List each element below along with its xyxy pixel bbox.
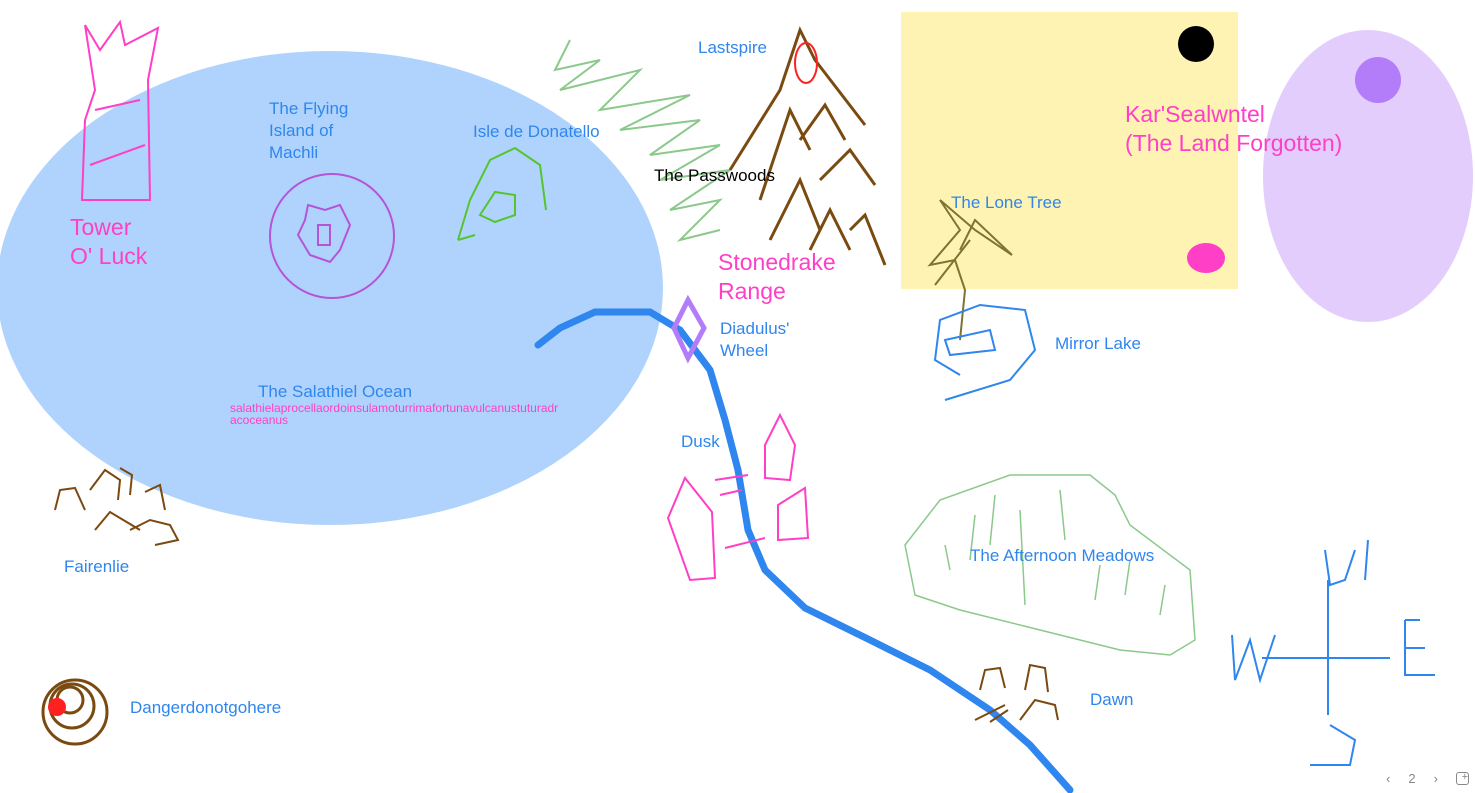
black-dot: [1178, 26, 1214, 62]
danger-dot: [48, 698, 66, 716]
dawn-village: [974, 663, 1059, 723]
river-line: [534, 308, 1074, 793]
meadows-drawing: [904, 474, 1196, 656]
label-mirror-lake: Mirror Lake: [1055, 334, 1141, 353]
lilac-region: [1263, 30, 1473, 322]
label-stonedrake: Stonedrake Range: [718, 249, 836, 304]
label-passwoods: The Passwoods: [654, 166, 775, 185]
lone-tree-drawing: [927, 199, 1013, 341]
prev-page-button[interactable]: ‹: [1386, 770, 1391, 786]
label-ocean: The Salathiel Ocean: [258, 382, 413, 401]
page-navigator: ‹ 2 › +: [1376, 763, 1475, 793]
forgotten-land-region: [901, 12, 1238, 289]
label-danger: Dangerdonotgohere: [130, 698, 282, 717]
isle-drawing: [457, 146, 547, 241]
label-isle: Isle de Donatello: [473, 122, 600, 141]
label-dawn: Dawn: [1090, 690, 1134, 709]
label-lastspire: Lastspire: [698, 38, 767, 57]
fairenlie-village: [54, 467, 180, 546]
tower-drawing: [80, 19, 160, 201]
purple-dot: [1355, 57, 1401, 103]
dusk-town-drawing: [666, 412, 810, 582]
passwoods-scribble: [553, 39, 731, 242]
label-meadows: The Afternoon Meadows: [970, 546, 1155, 565]
next-page-button[interactable]: ›: [1433, 770, 1438, 786]
add-page-button[interactable]: +: [1456, 770, 1469, 785]
page-number: 2: [1408, 770, 1416, 786]
lastspire-peak: [794, 42, 818, 84]
pink-dot: [1187, 243, 1225, 273]
label-dusk: Dusk: [681, 432, 720, 451]
ocean-region: [0, 51, 663, 525]
mountains-drawing: [728, 26, 887, 266]
flying-island-circle: [269, 173, 395, 299]
diadulus-wheel: [671, 294, 707, 364]
label-flying-island: The Flying Island of Machli: [269, 99, 349, 162]
compass-drawing: [1231, 539, 1435, 766]
label-karsealwntel: Kar'Sealwntel (The Land Forgotten): [1125, 101, 1343, 156]
add-page-icon: +: [1461, 770, 1468, 783]
label-lone-tree: The Lone Tree: [951, 193, 1062, 212]
label-ocean-latin: salathielaprocellaordoinsulamoturrimafor…: [230, 401, 559, 427]
flying-island-drawing: [296, 203, 352, 264]
label-tower: Tower O' Luck: [70, 214, 148, 269]
label-fairenlie: Fairenlie: [64, 557, 130, 576]
mirror-lake-drawing: [933, 303, 1037, 401]
label-diadulus: Diadulus' Wheel: [720, 319, 790, 360]
